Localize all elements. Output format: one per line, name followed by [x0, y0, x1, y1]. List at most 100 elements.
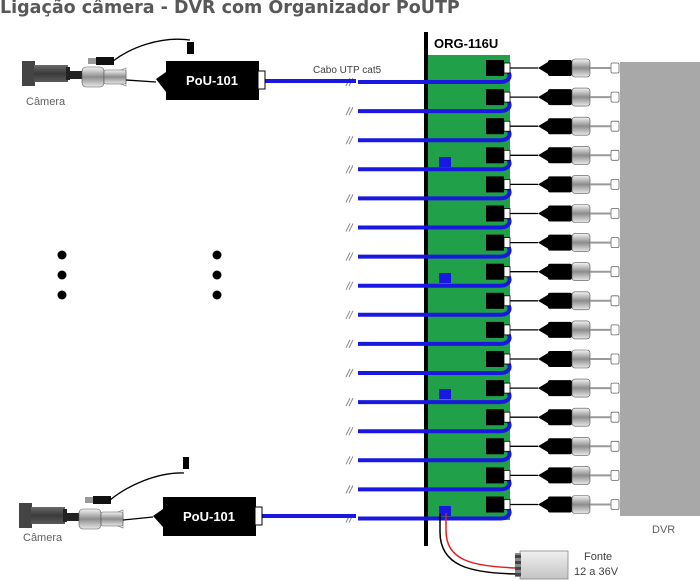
bnc-body [548, 292, 572, 309]
cable-break-mark [345, 252, 354, 261]
board-port [486, 409, 504, 426]
bnc-boot [538, 178, 548, 191]
power-supply-label-line1: Fonte [584, 551, 612, 563]
cable-break-mark [345, 426, 354, 436]
bnc-boot [538, 265, 548, 278]
dvr-port [610, 149, 620, 161]
dvr-port [610, 91, 620, 103]
board-port [486, 496, 504, 513]
bnc-boot [538, 294, 548, 307]
bnc-shell [571, 233, 591, 252]
diagram-title: Ligação câmera - DVR com Organizador PoU… [0, 0, 460, 18]
cable-break-mark [345, 397, 354, 407]
cable-break-mark [345, 339, 354, 349]
power-wire [109, 472, 185, 501]
board-port [486, 438, 504, 455]
video-wire [122, 516, 154, 521]
board-port-socket [503, 353, 511, 365]
board-port [486, 467, 504, 484]
power-plug-icon [88, 57, 114, 65]
camera-chain-top: Câmera PoU-101 [22, 38, 266, 108]
board-port [486, 118, 504, 135]
power-supply-label-line2: 12 a 36V [574, 566, 619, 578]
board-port-socket [503, 237, 511, 249]
bnc-boot [538, 207, 548, 220]
bnc-boot [538, 498, 548, 511]
power-wire-plug [183, 457, 189, 469]
board-port [486, 351, 504, 367]
bnc-body [548, 351, 572, 367]
dvr-port [610, 499, 620, 510]
bnc-shell [571, 495, 591, 514]
dvr-port [610, 353, 620, 365]
bnc-boot [538, 469, 548, 482]
bnc-body [548, 321, 572, 338]
ellipsis-dots-left [57, 250, 67, 300]
ellipsis-dots-right [212, 250, 222, 300]
power-plug-icon [85, 496, 111, 504]
bnc-connector-icon [67, 508, 124, 530]
board-port [486, 147, 504, 164]
bnc-body [548, 118, 572, 135]
bnc-boot [538, 440, 548, 453]
bnc-body [548, 380, 572, 397]
power-supply-wire-red [445, 513, 517, 569]
cable-break-mark [345, 165, 354, 174]
cable-break-mark [345, 135, 354, 145]
cable-break-mark [345, 485, 354, 494]
bnc-body [548, 147, 572, 164]
board-port-socket [503, 324, 511, 336]
dvr-port [610, 178, 620, 190]
bnc-boot [538, 382, 548, 395]
camera-label: Câmera [26, 96, 66, 108]
dvr-port [610, 295, 620, 307]
board-port-socket [503, 178, 511, 190]
dvr-port [610, 208, 620, 219]
dvr-port [610, 440, 620, 452]
bnc-shell [571, 291, 591, 311]
video-wire [125, 79, 157, 83]
bnc-boot [538, 236, 548, 249]
bnc-body [548, 496, 572, 513]
power-supply-box [515, 550, 569, 580]
power-supply-wire-black [439, 513, 517, 575]
cable-break-mark [345, 223, 354, 232]
camera-chain-bottom: Câmera PoU-101 [19, 457, 263, 544]
bnc-boot [538, 120, 548, 133]
board-chip [439, 389, 451, 399]
board-port [486, 380, 504, 397]
cable-break-mark [345, 456, 354, 465]
bnc-body [548, 89, 572, 106]
board-port [486, 89, 504, 106]
board-port-socket [503, 149, 511, 161]
bnc-body [548, 438, 572, 455]
bnc-body [548, 263, 572, 280]
board-port-socket [503, 295, 511, 307]
bnc-shell [571, 146, 591, 165]
bnc-boot [538, 62, 548, 74]
bnc-shell [571, 87, 591, 107]
board-port [486, 292, 504, 309]
dvr-port [610, 266, 620, 278]
bnc-shell [571, 175, 591, 194]
camera-label: Câmera [23, 532, 63, 544]
bnc-shell [571, 58, 591, 78]
bnc-shell [571, 262, 591, 282]
adapter-box: PoU-101 [153, 497, 263, 536]
bnc-shell [571, 116, 591, 136]
dvr-port [610, 237, 620, 249]
camera-icon [22, 61, 70, 86]
dvr-port [610, 382, 620, 394]
bnc-boot [538, 323, 548, 336]
cable-label: Cabo UTP cat5 [313, 65, 382, 76]
dvr-port [610, 469, 620, 481]
board-port-socket [503, 91, 511, 103]
board-port [486, 234, 504, 251]
power-wire-plug [187, 42, 194, 54]
organizer-rows [262, 58, 620, 523]
bnc-shell [571, 436, 591, 456]
bnc-shell [571, 349, 591, 369]
adapter-box: PoU-101 [156, 61, 266, 100]
board-port [486, 60, 504, 76]
